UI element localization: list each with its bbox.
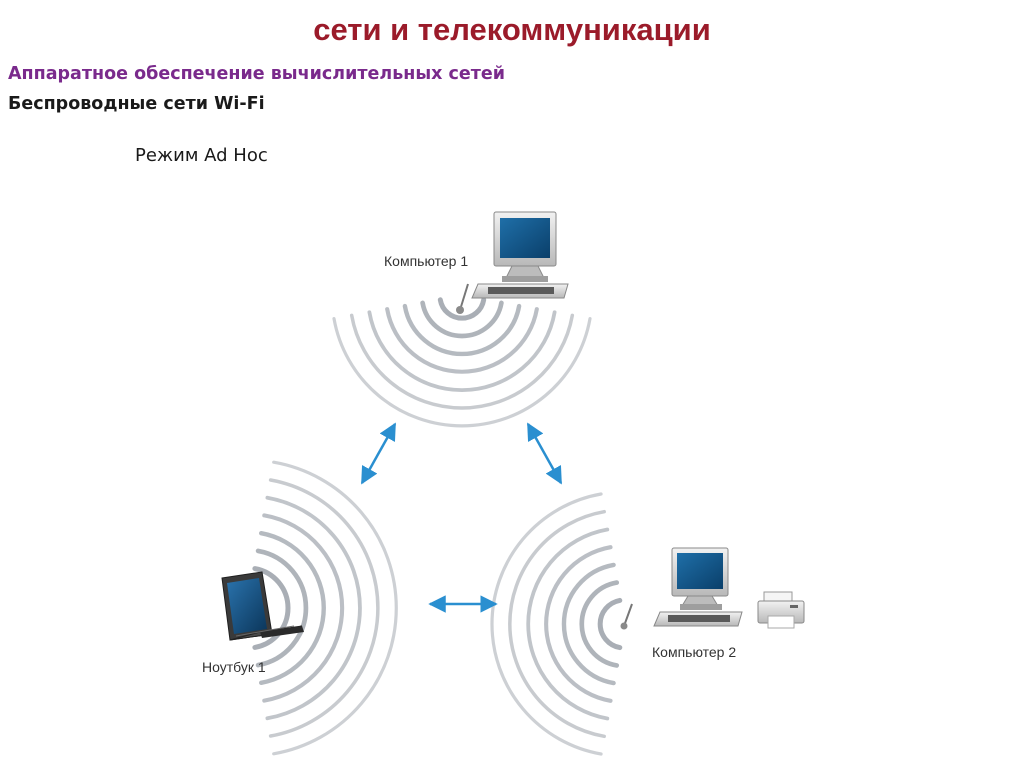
wave-arc bbox=[561, 562, 616, 686]
page-title: сети и телекоммуникации bbox=[313, 12, 711, 47]
wave-arc bbox=[385, 307, 539, 374]
wave-arc bbox=[579, 580, 620, 668]
desktop-computer-icon bbox=[456, 211, 569, 314]
wave-arc bbox=[272, 460, 398, 756]
wave-arc bbox=[437, 297, 487, 321]
wave-arc bbox=[252, 566, 291, 650]
wave-arc bbox=[508, 509, 606, 739]
node-label-computer-2: Компьютер 2 bbox=[652, 644, 736, 660]
wave-arc bbox=[255, 548, 309, 668]
wave-arc bbox=[402, 303, 522, 357]
wifi-waves-laptop-1 bbox=[252, 460, 398, 756]
mode-label: Режим Ad Hoc bbox=[135, 145, 268, 166]
wifi-waves-computer-2 bbox=[490, 492, 623, 756]
wave-arc bbox=[490, 492, 603, 756]
wave-arc bbox=[259, 531, 326, 685]
wave-arc bbox=[268, 478, 380, 738]
wave-arc bbox=[349, 313, 575, 410]
wave-arc bbox=[544, 545, 613, 703]
section-subtitle: Аппаратное обеспечение вычислительных се… bbox=[8, 64, 506, 84]
desktop-computer-icon bbox=[620, 547, 743, 630]
link-arrow-computer1-computer2 bbox=[526, 422, 563, 485]
wave-arc bbox=[265, 495, 362, 721]
printer-icon bbox=[757, 591, 805, 629]
wave-arc bbox=[526, 527, 610, 721]
wave-arc bbox=[262, 513, 345, 703]
wave-arc bbox=[420, 300, 504, 339]
topic-heading: Беспроводные сети Wi-Fi bbox=[8, 94, 265, 114]
node-label-computer-1: Компьютер 1 bbox=[384, 253, 468, 269]
wave-arc bbox=[332, 317, 592, 428]
link-arrow-computer1-laptop1 bbox=[360, 422, 397, 485]
wave-arc bbox=[597, 597, 623, 651]
laptop-icon bbox=[221, 571, 304, 641]
node-label-laptop-1: Ноутбук 1 bbox=[202, 659, 266, 675]
wifi-waves-computer-1 bbox=[332, 297, 592, 428]
wave-arc bbox=[367, 310, 557, 392]
